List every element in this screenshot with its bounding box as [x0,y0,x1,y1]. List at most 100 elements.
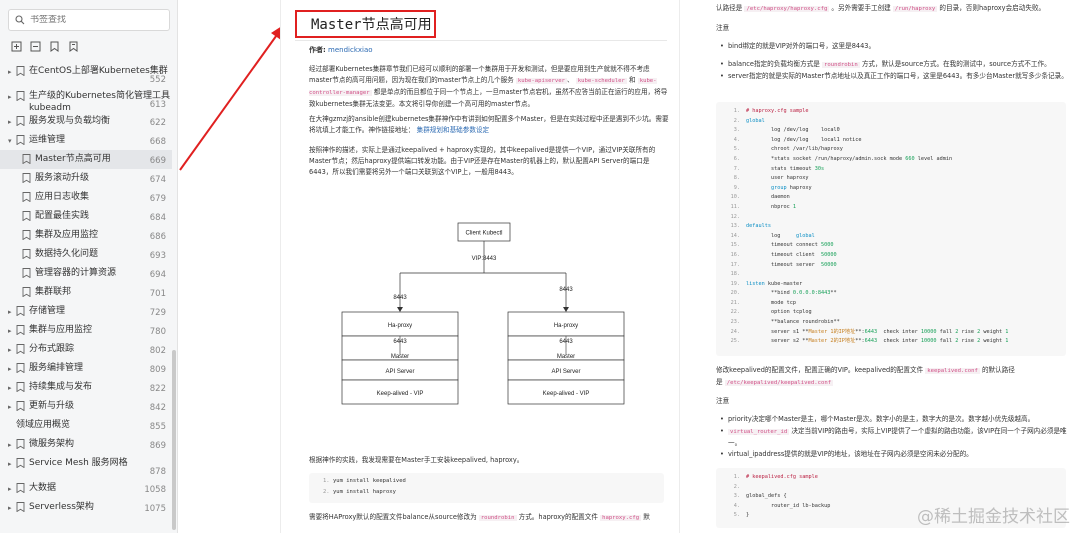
inline-code: roundrobin [478,515,517,521]
paragraph-haproxy-path: 认路径是 /etc/haproxy/haproxy.cfg 。另外需要手工创建 … [716,3,1071,15]
haproxy-text: 方式。haproxy的配置文件 [518,513,598,521]
chevron-right-icon[interactable]: ▸ [8,68,12,76]
toc-item-label: 持续集成与发布 [29,382,93,392]
chevron-down-icon[interactable]: ▾ [8,137,12,145]
expand-all-icon[interactable] [10,40,22,52]
toc-item-label: Serverless架构 [29,502,94,512]
toc-item-label: 生产级的Kubernetes简化管理工具kubeadm [29,91,170,113]
note-item: balance指定的负载均衡方式是 roundrobin 方式，默认是sourc… [720,59,1068,71]
keepalived-label-right: Keep-alived - VIP [543,391,590,397]
toc-item-page: 802 [149,346,166,356]
arrowhead [563,307,569,312]
code-line: 18. [730,271,740,278]
collapse-all-icon[interactable] [29,40,41,52]
chevron-right-icon[interactable]: ▸ [8,384,12,392]
arrowhead [397,307,403,312]
chevron-right-icon[interactable]: ▸ [8,460,12,468]
sidebar-scrollbar[interactable] [172,350,176,530]
code-line: 14. log global [730,232,815,239]
add-bookmark-icon[interactable] [48,40,60,52]
chevron-right-icon[interactable]: ▸ [8,346,12,354]
author-link[interactable]: mendickxiao [328,46,373,54]
note-text: 方式，默认是source方式。在我的测试中，source方式不工作。 [861,60,1051,68]
chevron-right-icon[interactable]: ▸ [8,485,12,493]
toc-item-label: 大数据 [29,483,57,493]
toc-item-label: 在CentOS上部署Kubernetes集群 [29,66,168,76]
toc-item-label: Service Mesh 服务网格 [29,458,128,468]
chevron-right-icon[interactable]: ▸ [8,308,12,316]
code-line: 21. mode tcp [730,299,796,306]
toc-item-page: 613 [149,100,166,110]
code-line: yum install keepalived [333,478,406,484]
bookmark-search[interactable] [8,9,170,31]
chevron-right-icon[interactable]: ▸ [8,93,12,101]
chevron-right-icon[interactable]: ▸ [8,327,12,335]
bookmark-search-input[interactable] [30,15,160,25]
keepalived-text: 是 [716,378,723,386]
toc-item-page: 552 [149,75,166,85]
code-line: 15. timeout connect 5000 [730,242,834,249]
intro-text: 都是单点的而且都位于同一个节点上，一旦master节点宕机，虽然不应答当前正在运… [309,88,668,108]
inline-code: keepalived.conf [925,368,980,374]
note-item: virtual_ipaddress提供的就是VIP的地址，该地址在子网内必须是空… [720,449,1068,460]
bookmark-page-icon [16,483,25,493]
chevron-right-icon[interactable]: ▸ [8,118,12,126]
inline-code: kube-apiserver [515,78,568,84]
haproxy-text: 需要将HAProxy默认的配置文件balance从source修改为 [309,513,477,521]
bookmark-page-icon [16,363,25,373]
toc-item-page: 686 [149,232,166,242]
reference-link[interactable]: 集群规划和基础参数设定 [416,126,490,134]
toc-item-label: 管理容器的计算资源 [35,268,117,278]
bookmark-page-icon [16,306,25,316]
port-label-left-top: 8443 [393,295,407,301]
chevron-right-icon[interactable]: ▸ [8,441,12,449]
bookmark-page-icon [22,249,31,259]
code-line: 4. log /dev/log local1 notice [733,136,862,143]
api-label-right: API Server [551,369,580,375]
title-divider [295,40,667,41]
toc-item-label: 服务发现与负载均衡 [29,116,111,126]
bookmark-toolbar [10,40,79,52]
chevron-right-icon[interactable]: ▸ [8,403,12,411]
note-heading: 注意 [716,24,730,32]
bookmark-icon[interactable] [67,40,79,52]
chevron-right-icon[interactable]: ▸ [8,504,12,512]
toc-item-label: 配置最佳实践 [35,211,90,221]
note-heading: 注意 [716,397,730,405]
keepalived-box-left [341,379,459,405]
code-line: 8. user haproxy [733,175,809,182]
toc-item-label: 服务滚动升级 [35,173,90,183]
bookmark-page-icon [22,192,31,202]
toc-item-label: 集群联邦 [35,287,72,297]
code-line: yum install haproxy [333,489,396,495]
bookmark-page-icon [22,230,31,240]
path-text: 的目录，否则haproxy会启动失败。 [939,4,1046,12]
chevron-right-icon[interactable]: ▸ [8,365,12,373]
page-title-highlight: Master节点高可用 [295,10,436,38]
